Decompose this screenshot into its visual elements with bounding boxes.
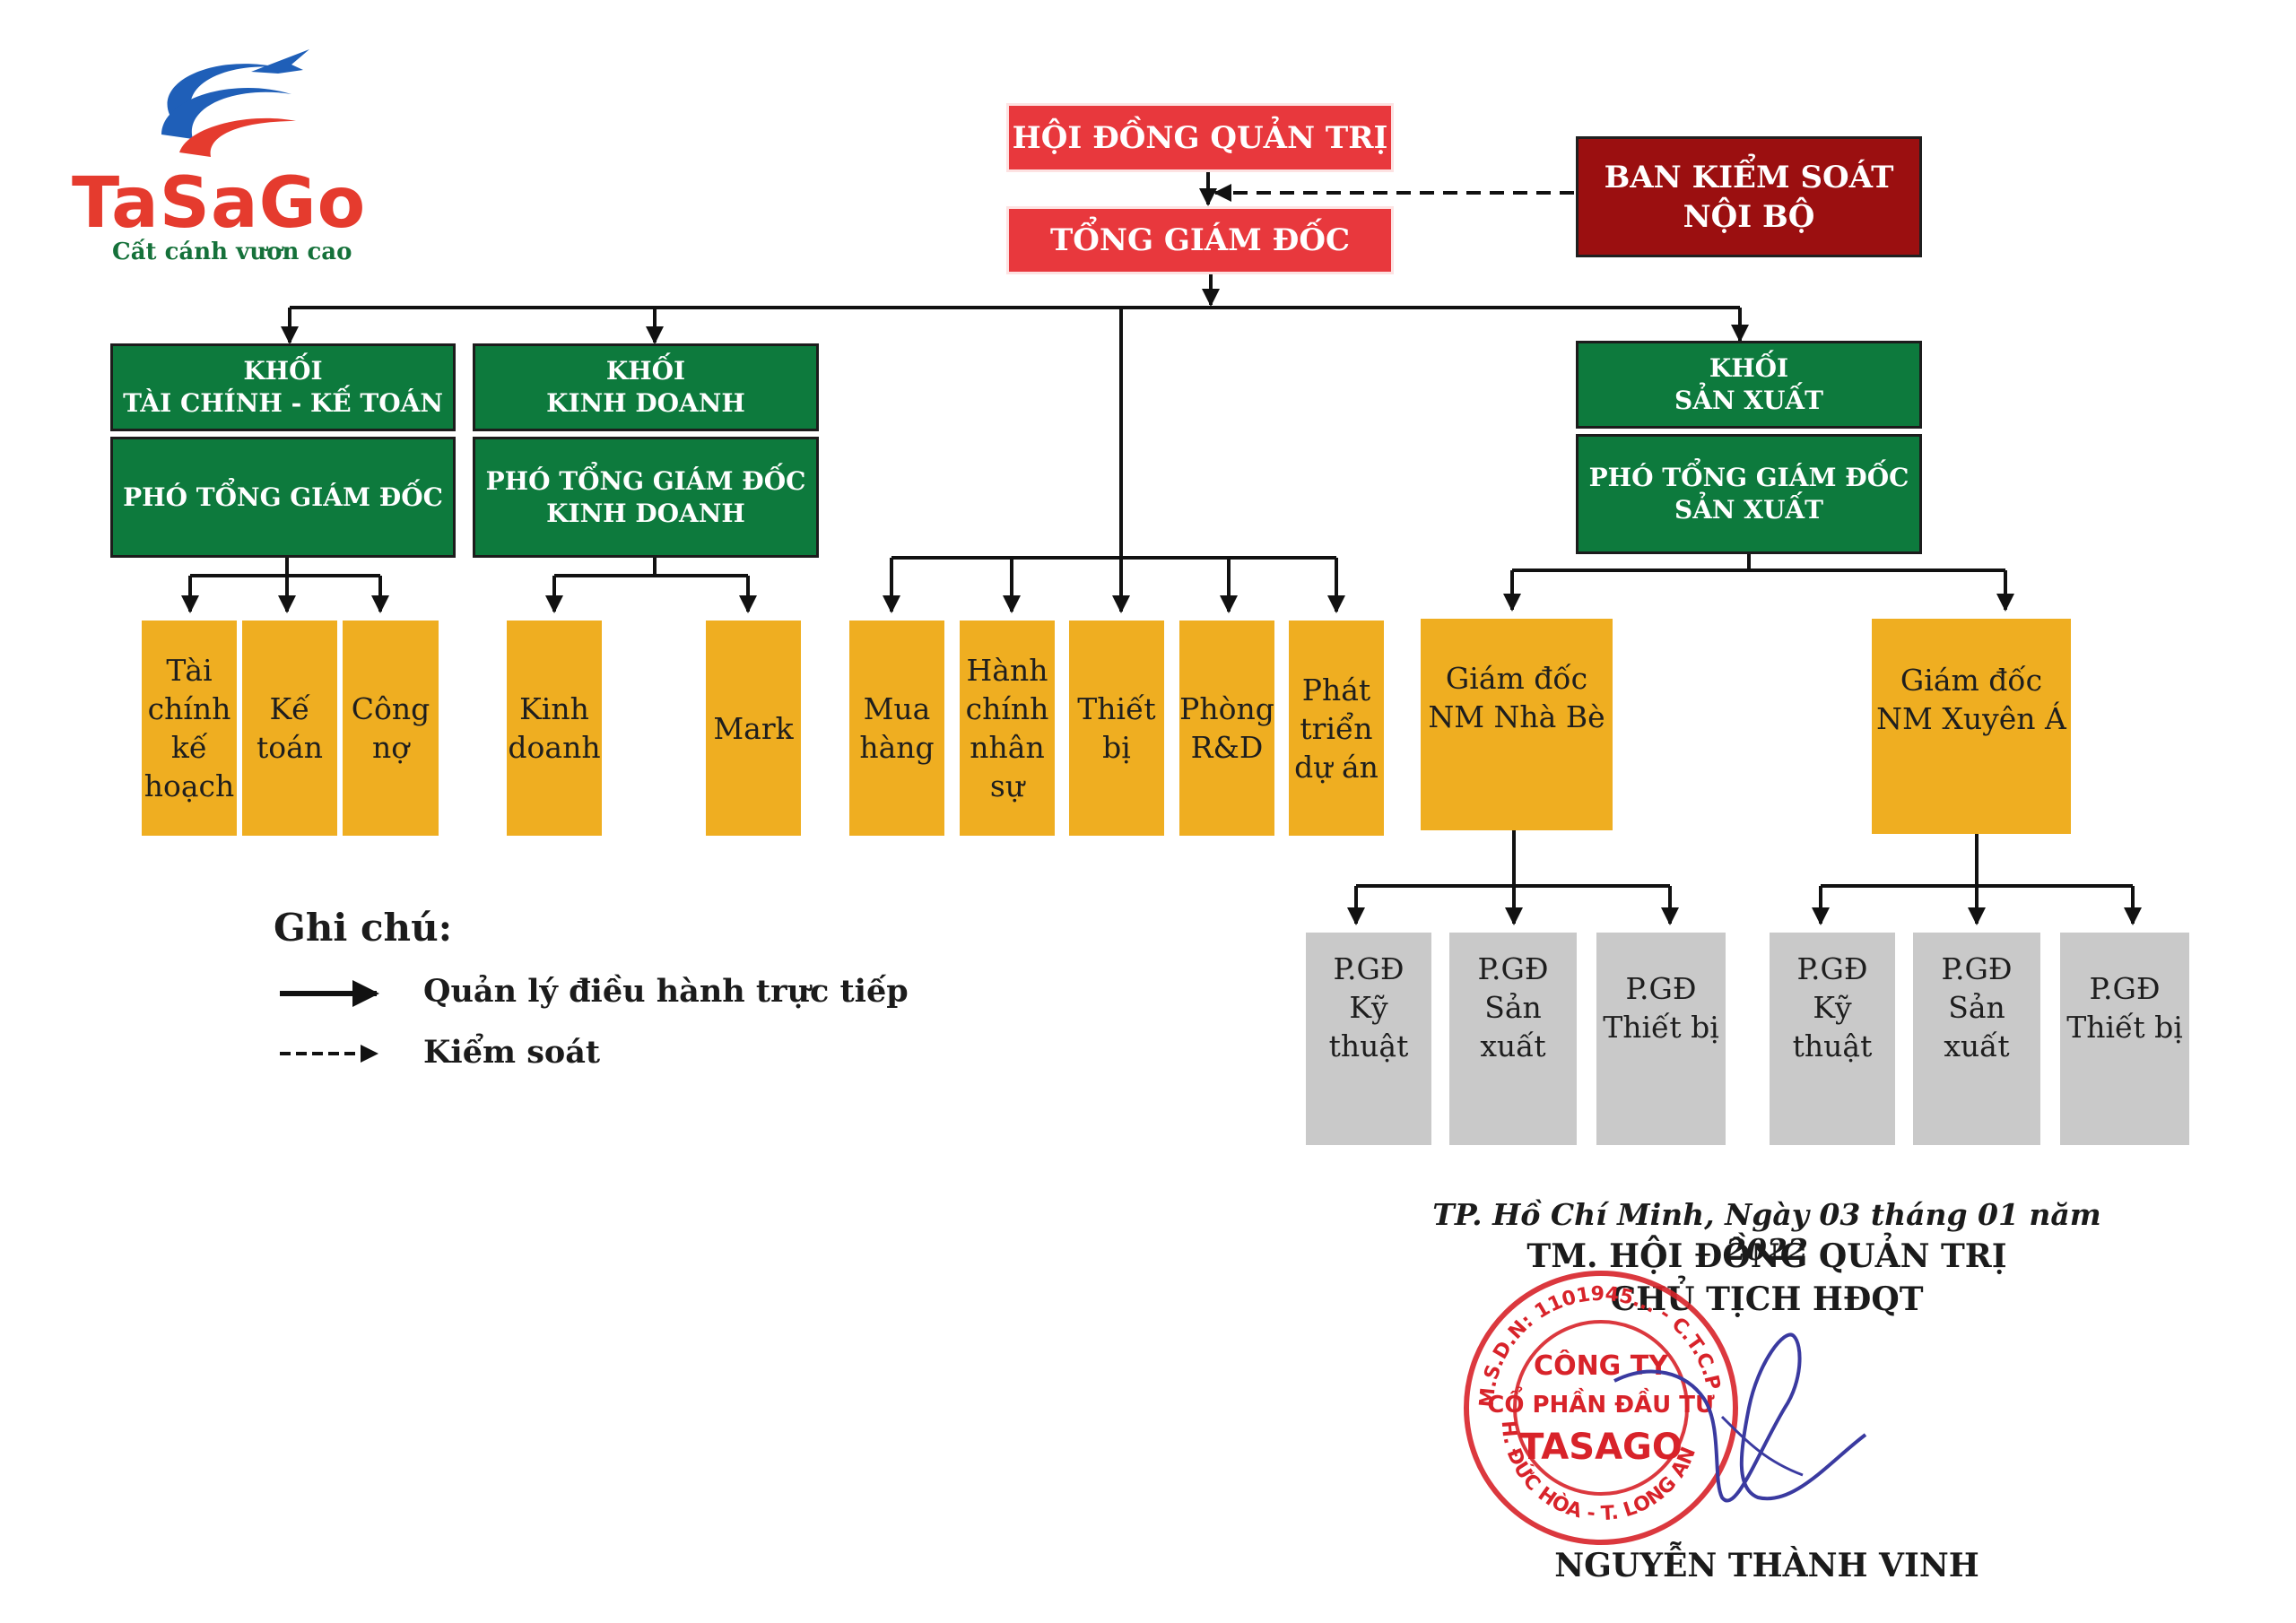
dept-marketing: Mark	[706, 621, 801, 836]
dept-label: Mark	[713, 710, 794, 746]
signature-date: TP. Hồ Chí Minh, Ngày 03 tháng 01 năm 20…	[1432, 1197, 2101, 1267]
xuyen-a-deputy-equipment: P.GĐ Thiết bị	[2060, 933, 2189, 1145]
nha-be-deputy-technical: P.GĐ Kỹ thuật	[1306, 933, 1431, 1145]
deputy-label: P.GĐ Sản xuất	[1941, 951, 2013, 1063]
ceo-box: TỔNG GIÁM ĐỐC	[1006, 206, 1394, 274]
dept-finance-planning: Tài chính kế hoạch	[142, 621, 237, 836]
finance-block-title: KHỐI TÀI CHÍNH - KẾ TOÁN	[110, 343, 456, 431]
board-of-directors-box: HỘI ĐỒNG QUẢN TRỊ	[1006, 103, 1394, 172]
dept-label: Kế toán	[256, 691, 324, 765]
dept-label: Hành chính nhân sự	[965, 653, 1049, 803]
dept-label: Thiết bị	[1077, 691, 1156, 765]
deputy-label: P.GĐ Thiết bị	[2066, 970, 2183, 1045]
internal-control-box: BAN KIỂM SOÁT NỘI BỘ	[1576, 136, 1922, 257]
xuyen-a-deputy-production: P.GĐ Sản xuất	[1913, 933, 2040, 1145]
sales-head-label: PHÓ TỔNG GIÁM ĐỐC KINH DOANH	[485, 465, 806, 528]
production-block-head: PHÓ TỔNG GIÁM ĐỐC SẢN XUẤT	[1576, 434, 1922, 554]
dept-label: Kinh doanh	[508, 691, 601, 765]
finance-block-head: PHÓ TỔNG GIÁM ĐỐC	[110, 437, 456, 558]
brand-slogan: Cất cánh vươn cao	[112, 239, 352, 265]
signature-name: NGUYỄN THÀNH VINH	[1554, 1547, 1979, 1584]
nha-be-deputy-production: P.GĐ Sản xuất	[1449, 933, 1577, 1145]
dept-purchasing: Mua hàng	[849, 621, 944, 836]
dept-receivables: Công nợ	[343, 621, 439, 836]
internal-control-label: BAN KIỂM SOÁT NỘI BỘ	[1604, 159, 1894, 235]
dept-label: Công nợ	[351, 691, 430, 765]
legend-direct-label: Quản lý điều hành trực tiếp	[423, 973, 909, 1010]
dept-label: Tài chính kế hoạch	[144, 653, 235, 803]
xuyen-a-deputy-technical: P.GĐ Kỹ thuật	[1770, 933, 1895, 1145]
deputy-label: P.GĐ Thiết bị	[1603, 970, 1719, 1045]
nha-be-deputy-equipment: P.GĐ Thiết bị	[1596, 933, 1726, 1145]
factory-label: Giám đốc NM Xuyên Á	[1876, 663, 2066, 736]
dept-label: Mua hàng	[859, 691, 935, 765]
deputy-label: P.GĐ Kỹ thuật	[1792, 951, 1873, 1063]
factory-xuyen-a-director: Giám đốc NM Xuyên Á	[1872, 619, 2071, 834]
factory-nha-be-director: Giám đốc NM Nhà Bè	[1421, 619, 1613, 830]
sales-block-title: KHỐI KINH DOANH	[473, 343, 819, 431]
deputy-label: P.GĐ Sản xuất	[1477, 951, 1549, 1063]
dept-hr-admin: Hành chính nhân sự	[960, 621, 1055, 836]
handwritten-signature-icon	[1613, 1332, 1867, 1503]
ceo-label: TỔNG GIÁM ĐỐC	[1049, 222, 1351, 258]
production-block-title: KHỐI SẢN XUẤT	[1576, 341, 1922, 429]
dept-sales: Kinh doanh	[507, 621, 602, 836]
legend-title: Ghi chú:	[274, 906, 453, 950]
board-label: HỘI ĐỒNG QUẢN TRỊ	[1012, 119, 1388, 156]
tasago-logo-icon	[161, 49, 309, 157]
brand-logo-text: TaSaGo	[72, 163, 367, 244]
sales-block-label: KHỐI KINH DOANH	[546, 356, 745, 418]
company-stamp-icon: M.S.D.N: 1101945... - C.T.C.P H. ĐỨC HÒA…	[1464, 1271, 1738, 1545]
stamp-line3: TASAGO	[1519, 1427, 1683, 1468]
stamp-line1: CÔNG TY	[1534, 1349, 1669, 1382]
production-head-label: PHÓ TỔNG GIÁM ĐỐC SẢN XUẤT	[1588, 463, 1909, 525]
dept-accounting: Kế toán	[242, 621, 337, 836]
finance-head-label: PHÓ TỔNG GIÁM ĐỐC	[123, 482, 443, 512]
dept-rnd: Phòng R&D	[1179, 621, 1274, 836]
signature-role-board: TM. HỘI ĐỒNG QUẢN TRỊ	[1526, 1237, 2007, 1275]
legend-control-label: Kiểm soát	[423, 1034, 601, 1071]
dept-equipment: Thiết bị	[1069, 621, 1164, 836]
sales-block-head: PHÓ TỔNG GIÁM ĐỐC KINH DOANH	[473, 437, 819, 558]
deputy-label: P.GĐ Kỹ thuật	[1328, 951, 1409, 1063]
production-block-label: KHỐI SẢN XUẤT	[1674, 353, 1823, 415]
dept-project-development: Phát triển dự án	[1289, 621, 1384, 836]
dept-label: Phát triển dự án	[1294, 672, 1378, 785]
factory-label: Giám đốc NM Nhà Bè	[1428, 661, 1605, 734]
finance-block-label: KHỐI TÀI CHÍNH - KẾ TOÁN	[123, 356, 443, 418]
dept-label: Phòng R&D	[1179, 691, 1274, 765]
